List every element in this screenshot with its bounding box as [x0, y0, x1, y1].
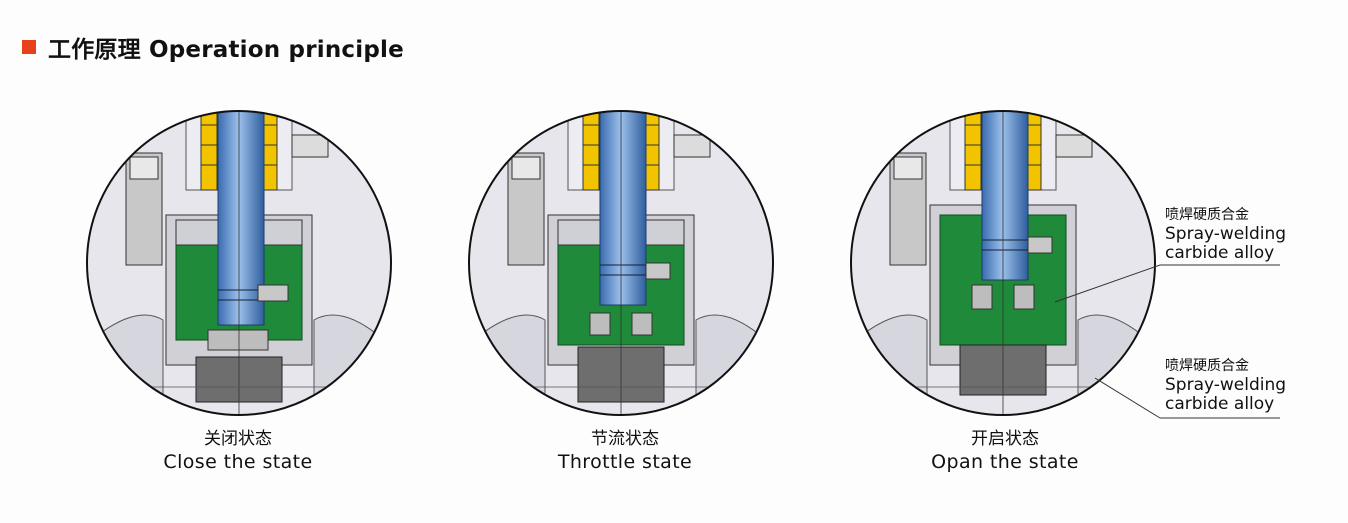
caption-throttle: 节流状态 Throttle state	[500, 428, 750, 474]
section-header: 工作原理 Operation principle	[22, 30, 404, 64]
callout-spray-welding-lower: 喷焊硬质合金 Spray-welding carbide alloy	[1165, 357, 1286, 414]
caption-open: 开启状态 Opan the state	[880, 428, 1130, 474]
caption-en: Throttle state	[557, 451, 693, 473]
valve-diagram-closed	[86, 110, 392, 416]
callout-en-line1: Spray-welding	[1165, 375, 1287, 395]
callout-cn: 喷焊硬质合金	[1165, 358, 1249, 374]
caption-cn: 关闭状态	[204, 429, 272, 449]
caption-cn: 开启状态	[971, 429, 1039, 449]
caption-closed: 关闭状态 Close the state	[118, 428, 358, 474]
callout-en-line1: Spray-welding	[1165, 224, 1287, 244]
valve-diagram-open	[850, 110, 1156, 416]
callout-spray-welding-upper: 喷焊硬质合金 Spray-welding carbide alloy	[1165, 206, 1286, 263]
caption-cn: 节流状态	[591, 429, 659, 449]
valve-diagram-throttle	[468, 110, 774, 416]
title-marker-icon	[22, 40, 36, 54]
page-title: 工作原理 Operation principle	[48, 37, 404, 63]
caption-en: Close the state	[163, 451, 313, 473]
callout-en-line2: carbide alloy	[1165, 243, 1275, 263]
callout-cn: 喷焊硬质合金	[1165, 207, 1249, 223]
callout-en-line2: carbide alloy	[1165, 394, 1275, 414]
caption-en: Opan the state	[931, 451, 1079, 473]
